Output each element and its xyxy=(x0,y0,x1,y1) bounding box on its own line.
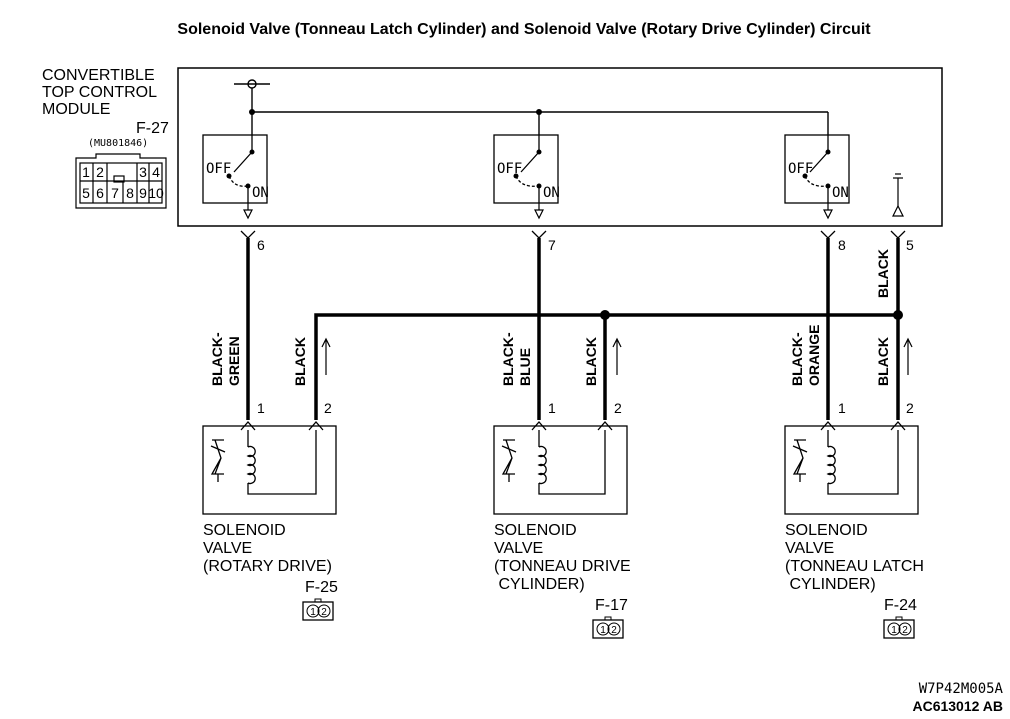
valve-2-label: SOLENOID VALVE (TONNEAU DRIVE CYLINDER) … xyxy=(494,522,631,614)
module-pin-marks xyxy=(240,230,906,239)
valve-3-connector-icon: 1 2 xyxy=(883,616,915,639)
connector-pin-label: 5 xyxy=(82,185,90,201)
valve-1-connector-icon: 1 2 xyxy=(302,598,334,621)
valve-pin-label: 2 xyxy=(614,400,622,416)
wire-label: BLACK xyxy=(583,337,599,386)
connector-pin-label: 3 xyxy=(139,164,147,180)
valve-1-label: SOLENOID VALVE (ROTARY DRIVE) F-25 xyxy=(203,522,338,596)
switch-on-label: ON xyxy=(543,185,560,201)
module-pin-5-label: 5 xyxy=(906,237,914,253)
valve-label-line: (TONNEAU DRIVE xyxy=(494,558,631,575)
valve-2-connector-icon: 1 2 xyxy=(592,616,624,639)
valve-label-line: SOLENOID xyxy=(203,522,286,539)
module-label: CONVERTIBLE TOP CONTROL MODULE F-27 (MU8… xyxy=(42,67,169,149)
junction-dot xyxy=(249,109,255,115)
valve-pin-label: 2 xyxy=(906,400,914,416)
valve-connector-id: F-25 xyxy=(305,579,338,596)
module-pin-7-label: 7 xyxy=(548,237,556,253)
switch-off-label: OFF xyxy=(788,161,813,177)
valve-label-line: (TONNEAU LATCH xyxy=(785,558,924,575)
valve-pin-marks xyxy=(240,421,906,431)
wires xyxy=(246,238,900,420)
valve-connector-pin: 1 xyxy=(310,607,316,618)
valve-connector-pin: 2 xyxy=(321,607,327,618)
switch-off-label: OFF xyxy=(497,161,522,177)
valve-connector-pin: 1 xyxy=(891,625,897,636)
valve-label-line: VALVE xyxy=(203,540,252,557)
valve-connector-id: F-17 xyxy=(595,597,628,614)
figure-reference: AC613012 AB xyxy=(912,698,1003,714)
module-connector-id: F-27 xyxy=(136,120,169,137)
module-part-number: (MU801846) xyxy=(88,138,148,149)
valve-label-line: CYLINDER) xyxy=(494,576,585,593)
connector-pin-label: 8 xyxy=(126,185,134,201)
wire-label: BLACK- xyxy=(209,332,225,386)
valve-connector-pin: 1 xyxy=(600,625,606,636)
module-name-line-2: TOP CONTROL xyxy=(42,84,157,101)
connector-pin-label: 4 xyxy=(152,164,160,180)
power-bus xyxy=(252,111,829,135)
valve-pin-label: 2 xyxy=(324,400,332,416)
figure-code: W7P42M005A xyxy=(919,681,1004,697)
wire-label: BLACK- xyxy=(500,332,516,386)
wire-label: GREEN xyxy=(226,336,242,386)
switch-output-triangles xyxy=(243,203,833,220)
switch-on-label: ON xyxy=(832,185,849,201)
valve-3-label: SOLENOID VALVE (TONNEAU LATCH CYLINDER) … xyxy=(785,522,924,614)
valve-connector-pin: 2 xyxy=(902,625,908,636)
wire-label: BLUE xyxy=(517,348,533,386)
power-source-symbol xyxy=(234,79,270,135)
connector-pin-label: 9 xyxy=(139,185,147,201)
module-pin-8-label: 8 xyxy=(838,237,846,253)
module-name-line-3: MODULE xyxy=(42,101,110,118)
module-box xyxy=(177,67,943,227)
switch-on-label: ON xyxy=(252,185,269,201)
module-connector-pins: 1 2 3 4 5 6 7 8 9 10 xyxy=(82,164,164,201)
wire-label: BLACK- xyxy=(789,332,805,386)
valve-connector-pin: 2 xyxy=(611,625,617,636)
junction-dot xyxy=(536,109,542,115)
module-connector-icon xyxy=(75,153,167,209)
junction-dot xyxy=(600,310,610,320)
valve-label-line: CYLINDER) xyxy=(785,576,876,593)
connector-pin-label: 6 xyxy=(96,185,104,201)
solenoid-valve-1-icon xyxy=(202,425,337,515)
connector-pin-label: 10 xyxy=(148,185,164,201)
valve-pin-label: 1 xyxy=(257,400,265,416)
current-arrows xyxy=(321,337,913,375)
switch-2: OFF ON xyxy=(493,134,560,204)
valve-label-line: VALVE xyxy=(494,540,543,557)
ground-symbol xyxy=(892,173,904,217)
module-name-line-1: CONVERTIBLE xyxy=(42,67,155,84)
switch-off-label: OFF xyxy=(206,161,231,177)
valve-label-line: VALVE xyxy=(785,540,834,557)
solenoid-valve-2-icon xyxy=(493,425,628,515)
connector-pin-label: 2 xyxy=(96,164,104,180)
wire-label: BLACK xyxy=(875,249,891,298)
valve-pin-label: 1 xyxy=(548,400,556,416)
valve-label-line: (ROTARY DRIVE) xyxy=(203,558,332,575)
connector-pin-label: 1 xyxy=(82,164,90,180)
switch-1: OFF ON xyxy=(202,134,269,204)
valve-label-line: SOLENOID xyxy=(785,522,868,539)
valve-label-line: SOLENOID xyxy=(494,522,577,539)
connector-pin-label: 7 xyxy=(111,185,119,201)
valve-connector-id: F-24 xyxy=(884,597,917,614)
junction-dot xyxy=(893,310,903,320)
wire-label: BLACK xyxy=(875,337,891,386)
diagram-title: Solenoid Valve (Tonneau Latch Cylinder) … xyxy=(177,21,871,38)
valve-pin-label: 1 xyxy=(838,400,846,416)
wire-label: ORANGE xyxy=(806,325,822,386)
switch-3: OFF ON xyxy=(784,134,850,204)
solenoid-valve-3-icon xyxy=(784,425,919,515)
module-pin-6-label: 6 xyxy=(257,237,265,253)
wire-label: BLACK xyxy=(292,337,308,386)
